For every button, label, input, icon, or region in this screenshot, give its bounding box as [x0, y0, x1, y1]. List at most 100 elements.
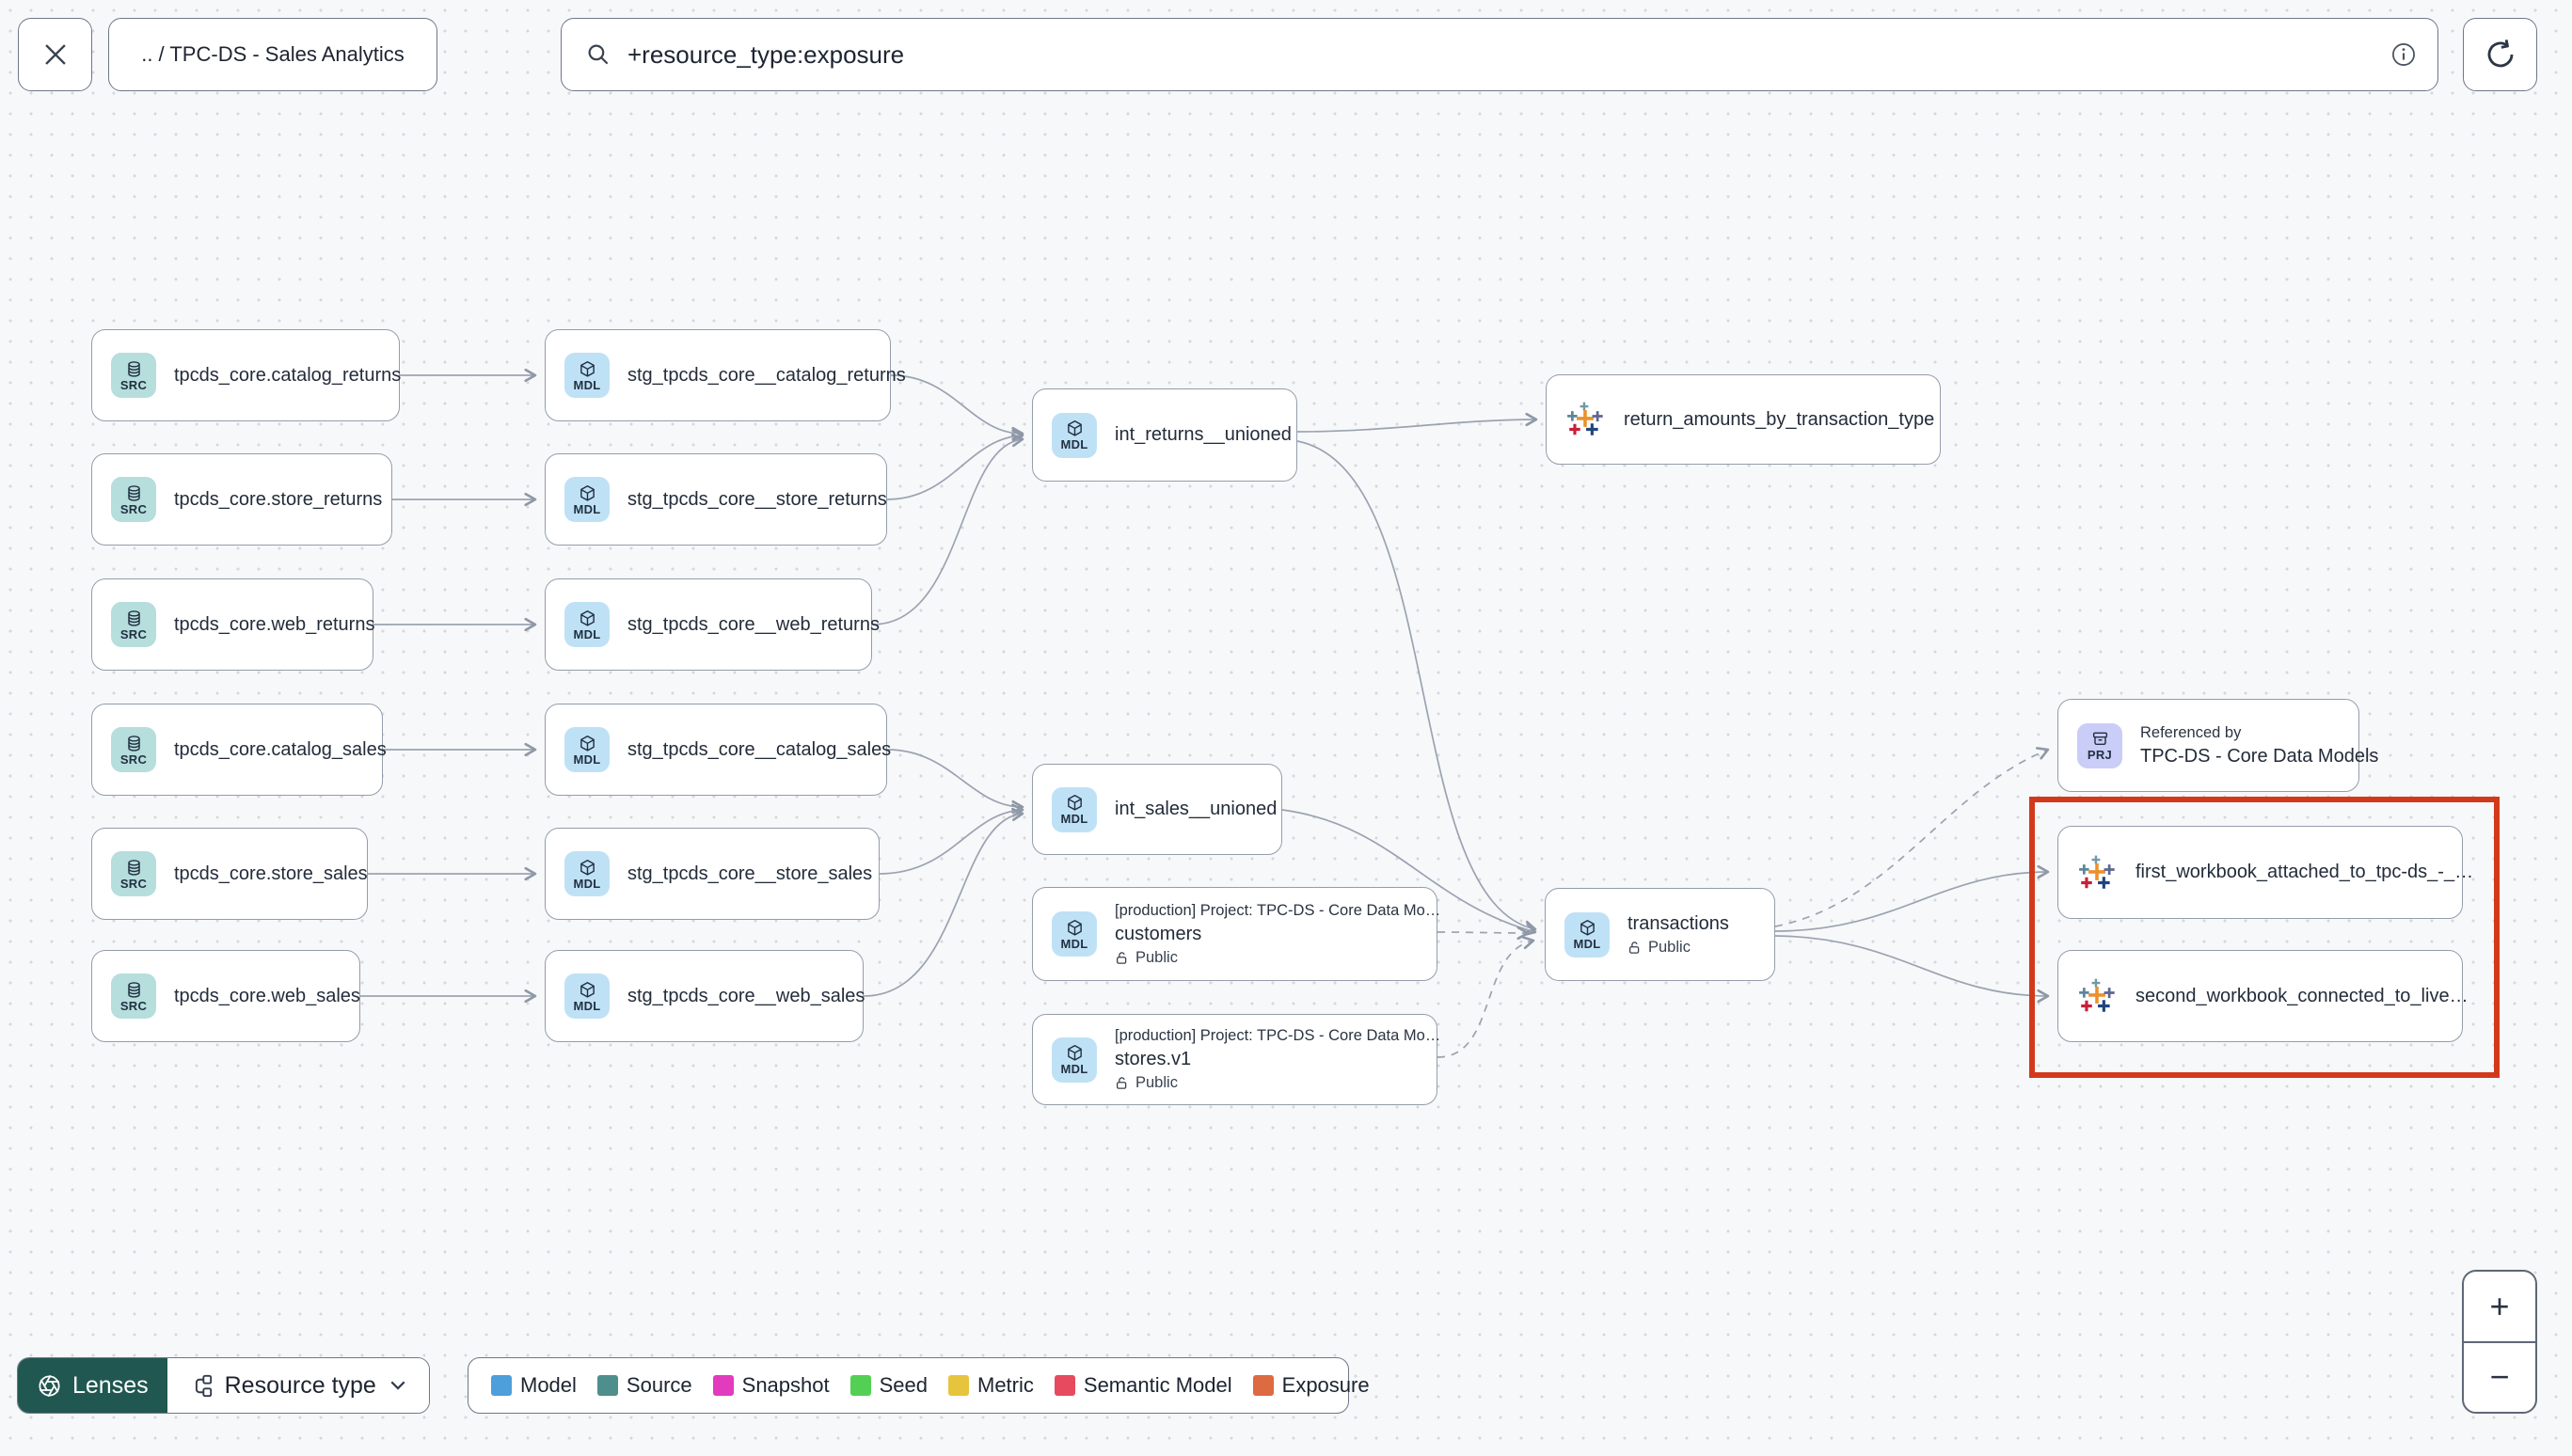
source-badge: SRC [111, 727, 156, 772]
tableau-icon [1565, 400, 1605, 439]
node-stg-catalog-sales[interactable]: MDL stg_tpcds_core__catalog_sales [545, 704, 891, 796]
node-label: customers [1115, 923, 1202, 944]
cube-icon [1066, 419, 1084, 437]
cube-icon [1066, 794, 1084, 812]
node-int-returns-unioned[interactable]: MDL int_returns__unioned [1032, 388, 1297, 482]
node-label: first_workbook_attached_to_tpc-ds_-_… [2135, 862, 2474, 882]
node-label: stg_tpcds_core__web_returns [627, 613, 880, 635]
node-transactions[interactable]: MDL transactions Public [1545, 888, 1775, 981]
node-source-catalog-sales[interactable]: SRC tpcds_core.catalog_sales [91, 704, 387, 796]
search-input[interactable] [626, 39, 2375, 71]
lenses-label: Lenses [72, 1371, 149, 1399]
node-source-web-returns[interactable]: SRC tpcds_core.web_returns [91, 578, 375, 671]
node-int-sales-unioned[interactable]: MDL int_sales__unioned [1032, 764, 1282, 855]
node-exposure-second-workbook[interactable]: second_workbook_connected_to_live… [2057, 950, 2469, 1042]
model-badge: MDL [1052, 786, 1097, 832]
node-stg-web-sales[interactable]: MDL stg_tpcds_core__web_sales [545, 950, 865, 1042]
legend-swatch [1252, 1375, 1274, 1396]
lock-open-icon [1115, 1076, 1129, 1090]
database-icon [125, 735, 143, 752]
legend-swatch [712, 1375, 734, 1396]
node-label: tpcds_core.web_sales [174, 985, 360, 1006]
zoom-out-button[interactable]: − [2464, 1340, 2535, 1413]
refresh-button[interactable] [2463, 18, 2537, 91]
node-label: stores.v1 [1115, 1049, 1192, 1069]
referenced-by-label: Referenced by [2140, 723, 2242, 741]
legend-swatch [948, 1375, 969, 1396]
search-bar[interactable] [561, 18, 2438, 91]
node-label: tpcds_core.store_sales [174, 863, 368, 884]
node-exposure-first-workbook[interactable]: first_workbook_attached_to_tpc-ds_-_… [2057, 826, 2473, 919]
source-badge: SRC [111, 851, 156, 896]
highlight-box [2029, 797, 2500, 1078]
node-customers[interactable]: MDL [production] Project: TPC-DS - Core … [1032, 887, 1440, 981]
node-stg-store-sales[interactable]: MDL stg_tpcds_core__store_sales [545, 828, 880, 920]
visibility-row: Public [1115, 1074, 1416, 1092]
cube-icon [579, 484, 596, 502]
model-badge: MDL [564, 353, 610, 398]
node-source-catalog-returns[interactable]: SRC tpcds_core.catalog_returns [91, 329, 401, 421]
node-label: int_returns__unioned [1115, 424, 1292, 445]
lenses-button[interactable]: Lenses [18, 1358, 167, 1413]
legend-bar: Model Source Snapshot Seed Metric Semant… [468, 1357, 1370, 1414]
cube-icon [579, 981, 596, 999]
breadcrumb[interactable]: .. / TPC-DS - Sales Analytics [108, 18, 437, 91]
lock-open-icon [1627, 941, 1642, 955]
node-label: int_sales__unioned [1115, 799, 1278, 819]
node-stg-web-returns[interactable]: MDL stg_tpcds_core__web_returns [545, 578, 880, 671]
node-label: tpcds_core.web_returns [174, 613, 375, 635]
node-label: transactions [1627, 912, 1729, 934]
tableau-icon [2077, 976, 2117, 1016]
node-project-meta: [production] Project: TPC-DS - Core Data… [1115, 1027, 1441, 1044]
model-badge: MDL [564, 727, 610, 772]
node-source-store-sales[interactable]: SRC tpcds_core.store_sales [91, 828, 368, 920]
aperture-icon [37, 1373, 62, 1399]
model-badge: MDL [564, 477, 610, 522]
legend-item-metric: Metric [948, 1373, 1034, 1398]
database-icon [125, 609, 143, 627]
model-badge: MDL [564, 602, 610, 647]
node-stg-catalog-returns[interactable]: MDL stg_tpcds_core__catalog_returns [545, 329, 906, 421]
project-badge: PRJ [2077, 722, 2122, 768]
sitemap-icon [188, 1373, 214, 1399]
source-badge: SRC [111, 353, 156, 398]
legend-item-model: Model [491, 1373, 577, 1398]
node-exposure-return-amounts[interactable]: return_amounts_by_transaction_type [1546, 374, 1941, 465]
archive-icon [2091, 730, 2109, 748]
cube-icon [579, 609, 596, 627]
cube-icon [1579, 919, 1596, 937]
legend-item-seed: Seed [849, 1373, 928, 1398]
legend-item-exposure: Exposure [1252, 1373, 1370, 1398]
legend-swatch [849, 1375, 871, 1396]
legend-swatch [1054, 1375, 1075, 1396]
legend-item-source: Source [596, 1373, 692, 1398]
close-button[interactable] [18, 18, 92, 91]
node-referenced-by-project[interactable]: PRJ Referenced by TPC-DS - Core Data Mod… [2057, 699, 2378, 792]
resource-type-dropdown[interactable]: Resource type [167, 1358, 429, 1413]
database-icon [125, 981, 143, 999]
cube-icon [579, 735, 596, 752]
node-label: return_amounts_by_transaction_type [1624, 408, 1935, 430]
node-stores-v1[interactable]: MDL [production] Project: TPC-DS - Core … [1032, 1014, 1441, 1105]
source-badge: SRC [111, 477, 156, 522]
info-icon[interactable] [2390, 41, 2417, 68]
cube-icon [579, 859, 596, 877]
chevron-down-icon [388, 1375, 408, 1396]
node-label: stg_tpcds_core__store_returns [627, 488, 887, 510]
edges [360, 368, 2050, 1058]
node-stg-store-returns[interactable]: MDL stg_tpcds_core__store_returns [545, 453, 887, 546]
zoom-in-button[interactable]: + [2489, 1286, 2510, 1325]
node-source-web-sales[interactable]: SRC tpcds_core.web_sales [91, 950, 360, 1042]
resource-type-label: Resource type [224, 1371, 376, 1399]
node-source-store-returns[interactable]: SRC tpcds_core.store_returns [91, 453, 392, 546]
node-label: stg_tpcds_core__web_sales [627, 985, 865, 1006]
legend-swatch [491, 1375, 512, 1396]
legend-item-snapshot: Snapshot [712, 1373, 830, 1398]
model-badge: MDL [1052, 412, 1097, 458]
model-badge: MDL [1052, 1037, 1097, 1083]
model-badge: MDL [1052, 911, 1097, 957]
lenses-control-group: Lenses Resource type [17, 1357, 430, 1414]
legend-swatch [596, 1375, 618, 1396]
zoom-controls: + − [2462, 1270, 2537, 1414]
